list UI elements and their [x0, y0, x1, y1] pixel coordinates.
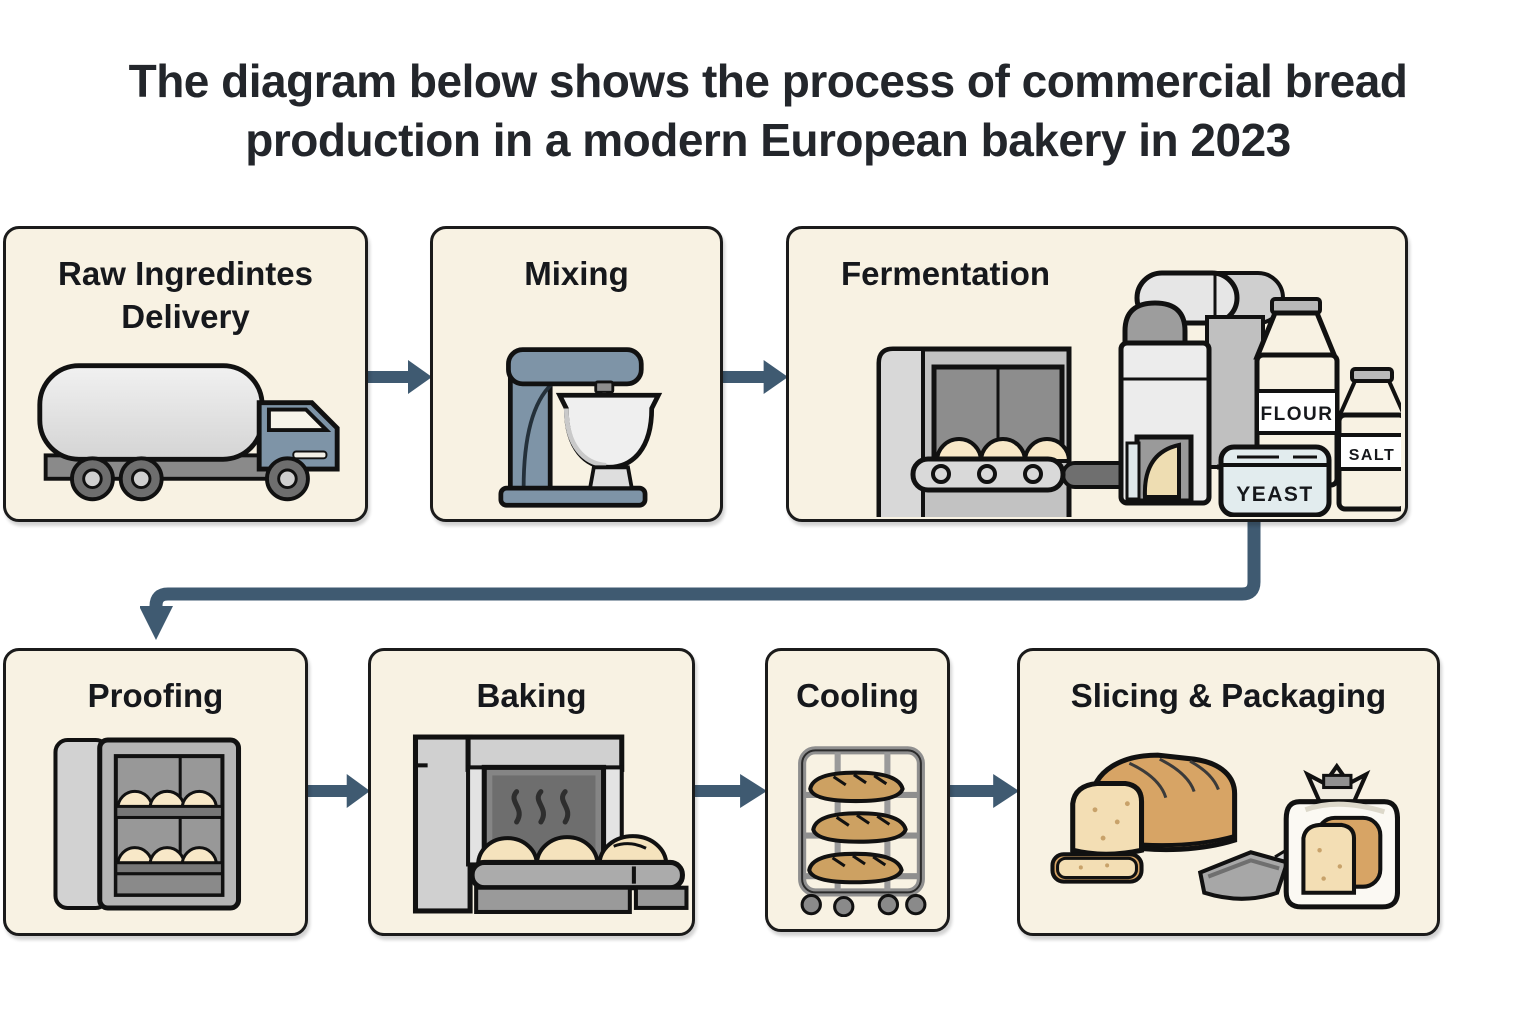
- salt-label: SALT: [1349, 447, 1396, 464]
- diagram-title-line2: production in a modern European bakery i…: [245, 113, 1291, 166]
- flour-label: FLOUR: [1261, 404, 1334, 425]
- step-baking: Baking: [368, 648, 695, 936]
- step-label-slicing-packaging: Slicing & Packaging: [1070, 677, 1387, 714]
- sliced-bread-and-bag-icon: [1050, 752, 1401, 910]
- arrow-cooling-to-slicing: [948, 774, 1019, 808]
- step-label-mixing: Mixing: [524, 255, 629, 292]
- step-mixing: Mixing: [430, 226, 723, 522]
- step-label-baking: Baking: [476, 677, 587, 714]
- tanker-truck-icon: [37, 363, 340, 502]
- arrow-proofing-to-baking: [306, 774, 370, 808]
- step-proofing: Proofing: [3, 648, 308, 936]
- step-fermentation: Fermentation: [786, 226, 1409, 538]
- fermentation-line-icon: FLOUR SALT YEAST: [876, 270, 1409, 538]
- step-label-fermentation: Fermentation: [841, 255, 1051, 292]
- diagram-title: The diagram below shows the process of c…: [0, 52, 1536, 170]
- step-cooling: Cooling: [765, 648, 950, 932]
- cooling-rack-icon: [798, 746, 927, 918]
- diagram-title-line1: The diagram below shows the process of c…: [128, 55, 1408, 107]
- yeast-label: YEAST: [1236, 483, 1314, 506]
- proofing-cabinet-icon: [53, 737, 242, 911]
- stand-mixer-icon: [498, 347, 663, 508]
- step-slicing-packaging: Slicing & Packaging: [1017, 648, 1440, 936]
- step-label-raw-ingredients: Raw Ingredintes Delivery: [58, 255, 313, 335]
- arrow-mixing-to-fermentation: [721, 360, 788, 394]
- step-label-proofing: Proofing: [87, 677, 224, 714]
- connector-fermentation-to-proofing: [140, 514, 1261, 640]
- step-raw-ingredients-delivery: Raw Ingredintes Delivery: [3, 226, 368, 522]
- arrow-baking-to-cooling: [693, 774, 767, 808]
- step-label-cooling: Cooling: [796, 677, 919, 714]
- tunnel-oven-icon: [412, 734, 689, 914]
- arrow-raw-to-mixing: [366, 360, 432, 394]
